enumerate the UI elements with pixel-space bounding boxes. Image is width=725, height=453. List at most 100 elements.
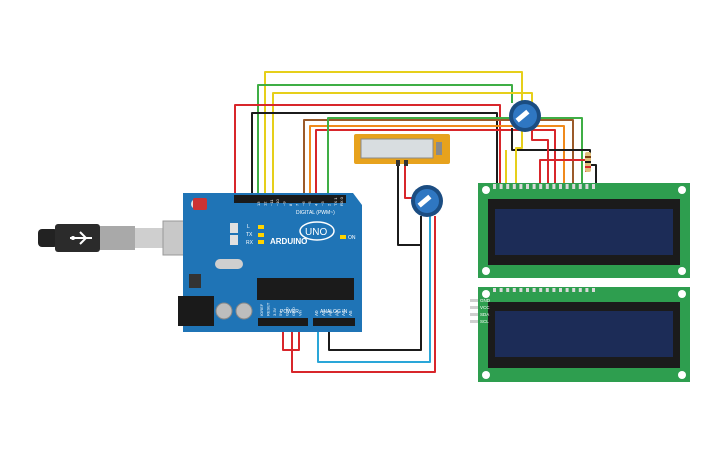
usb-plug-icon: [38, 220, 204, 256]
lcd-pin[interactable]: [578, 288, 582, 292]
lcd-pin[interactable]: [526, 184, 529, 189]
i2c-pin-label: VCC: [480, 305, 490, 310]
lcd-pin[interactable]: [552, 288, 556, 292]
digital-label: DIGITAL (PWM~): [296, 210, 335, 216]
digital-pin-label: ~5: [307, 201, 312, 206]
wire-pot-yellow[interactable]: [515, 128, 523, 185]
power-pin-label: IOREF: [259, 303, 264, 316]
digital-pin-label: ~9: [282, 201, 287, 206]
analog-pin-label: A0: [314, 310, 319, 316]
wire-brown[interactable]: [303, 119, 574, 198]
digital-pin-label: ~3: [320, 201, 325, 206]
digital-pin-label: 13: [256, 201, 261, 206]
lcd-pin[interactable]: [519, 184, 523, 189]
digital-pin-label: RX 0: [339, 196, 344, 206]
wire-black-bottom[interactable]: [328, 216, 422, 351]
power-pin-label: 5V: [278, 311, 283, 316]
power-jack[interactable]: [178, 296, 214, 326]
analog-pin-label: A2: [328, 310, 333, 316]
lcd-pin[interactable]: [539, 184, 543, 189]
lcd-pin[interactable]: [506, 288, 510, 292]
wires: [234, 71, 597, 373]
lcd-pin[interactable]: [493, 184, 496, 189]
lcd-pin[interactable]: [559, 288, 562, 292]
lcd-pin[interactable]: [572, 184, 576, 189]
power-pin-label: GND: [291, 307, 296, 316]
potentiometer-icon[interactable]: [509, 100, 541, 132]
lcd-pin[interactable]: [592, 288, 595, 292]
lcd-pin[interactable]: [519, 288, 523, 292]
i2c-pin[interactable]: [470, 313, 478, 316]
lcd-pin[interactable]: [512, 288, 516, 292]
lcd-pin[interactable]: [552, 184, 556, 189]
lcd-pin[interactable]: [592, 184, 595, 189]
lcd-pin[interactable]: [506, 184, 510, 189]
analog-pin-label: A4: [341, 310, 346, 316]
wire-orange[interactable]: [309, 125, 565, 198]
i2c-pin-label: GND: [480, 298, 491, 303]
i2c-pin-label: SCL: [480, 319, 489, 324]
lcd-pin[interactable]: [493, 288, 496, 292]
analog-pin-label: A5: [348, 310, 353, 316]
i2c-pin[interactable]: [470, 299, 478, 302]
lcd-pin[interactable]: [532, 184, 536, 189]
digital-pin-label: ~11: [269, 199, 274, 206]
lcd-bottom-i2c-pins: GND VCC SDA SCL: [470, 298, 491, 324]
arduino-brand: ARDUINO: [270, 237, 307, 246]
wire-slide-red[interactable]: [404, 163, 412, 199]
i2c-pin[interactable]: [470, 306, 478, 309]
uno-logo: UNO: [305, 227, 327, 238]
digital-pin-label: ~10: [275, 198, 280, 206]
wire-yellow-2[interactable]: [272, 92, 533, 198]
resistor[interactable]: [585, 152, 591, 172]
lcd-bottom-header-pins: [493, 288, 595, 292]
digital-pin-label: 4: [314, 203, 319, 206]
wire-red-left[interactable]: [234, 104, 501, 198]
lcd-pin[interactable]: [545, 288, 549, 292]
wire-red-mid[interactable]: [315, 129, 556, 198]
analog-pin-label: A3: [334, 310, 339, 316]
lcd-pin[interactable]: [572, 288, 576, 292]
reset-button[interactable]: [193, 198, 207, 210]
wire-pot-red[interactable]: [531, 128, 549, 185]
lcd-pin[interactable]: [499, 184, 503, 189]
lcd-pin[interactable]: [559, 184, 562, 189]
slide-potentiometer[interactable]: [354, 134, 450, 166]
wire-blue-bottom[interactable]: [317, 216, 431, 363]
power-pin-label: RESET: [265, 302, 270, 316]
lcd-pin[interactable]: [512, 184, 516, 189]
lcd-pin[interactable]: [499, 288, 503, 292]
power-pin-label: 3.3V: [272, 307, 277, 316]
digital-pin-label: 7: [294, 203, 299, 206]
lcd-pin[interactable]: [526, 288, 529, 292]
i2c-pin[interactable]: [470, 320, 478, 323]
lcd-pin[interactable]: [532, 288, 536, 292]
wire-yellow-top[interactable]: [264, 71, 523, 198]
lcd-pin[interactable]: [585, 288, 589, 292]
lcd-pin[interactable]: [545, 184, 549, 189]
lcd-pin[interactable]: [585, 184, 589, 189]
lcd-pin[interactable]: [578, 184, 582, 189]
wire-black-left[interactable]: [251, 112, 498, 198]
digital-pin-label: 12: [262, 201, 267, 206]
potentiometer-2-icon[interactable]: [411, 185, 443, 217]
lcd-top-pins: [493, 184, 595, 189]
lcd-bottom[interactable]: GND VCC SDA SCL: [470, 287, 690, 382]
i2c-pin-label: SDA: [480, 312, 489, 317]
lcd-pin[interactable]: [565, 184, 569, 189]
wire-green-mid[interactable]: [327, 117, 583, 198]
l-led-label: L: [247, 224, 250, 230]
crystal: [215, 259, 243, 269]
analog-label: ANALOG IN: [320, 309, 348, 315]
arduino-uno-board[interactable]: L TX RX ON ARDUINO UNO DIGITAL (PWM~) PO…: [178, 193, 362, 332]
lcd-top[interactable]: [478, 183, 690, 278]
lcd-pin[interactable]: [539, 288, 543, 292]
atmega-chip: [257, 278, 354, 300]
wire-red-bottom[interactable]: [291, 216, 436, 373]
lcd-pin[interactable]: [565, 288, 569, 292]
analog-pin-label: A1: [321, 310, 326, 316]
power-header: [258, 318, 308, 326]
